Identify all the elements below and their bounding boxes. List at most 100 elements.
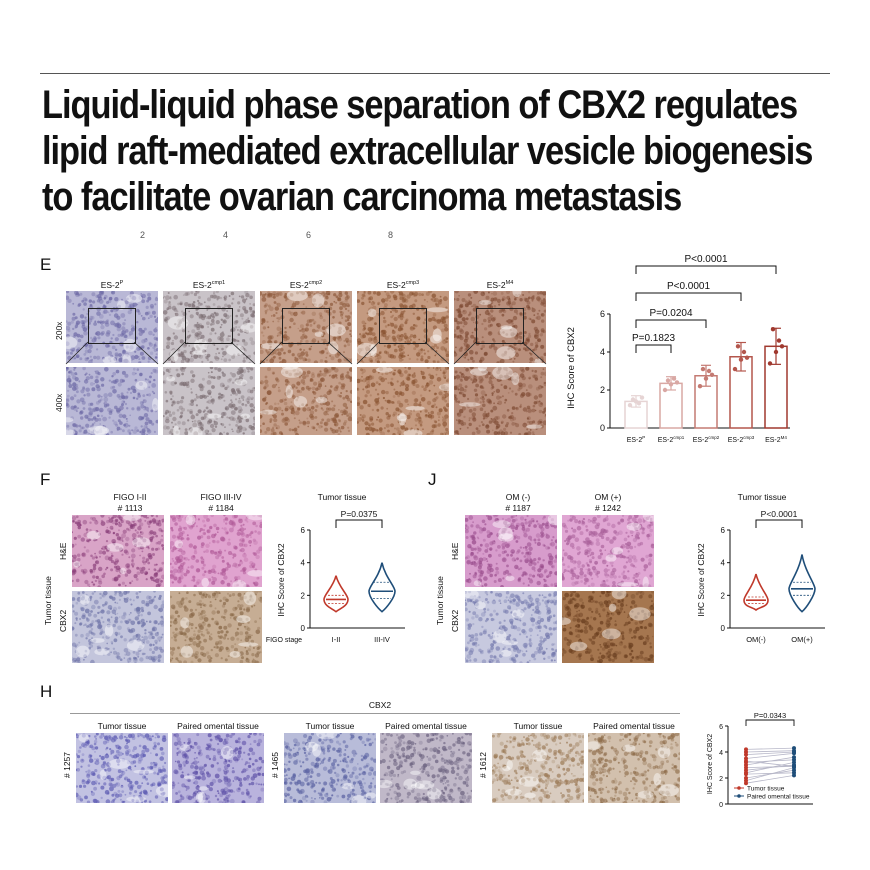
zoom-box — [88, 308, 136, 344]
x-tick-label-sup: cmp2 — [708, 435, 720, 440]
zoom-box — [476, 308, 524, 344]
h-col-title-6: Paired omental tissue — [593, 721, 675, 731]
e-image-200x-5 — [454, 291, 546, 363]
pair-line — [745, 767, 795, 781]
e-image-200x-2 — [163, 291, 255, 363]
x-tick-label: OM(-) — [746, 635, 766, 644]
x-tick-label-sup: cmp1 — [673, 435, 685, 440]
column-label-base: ES-2 — [289, 280, 309, 290]
e-col-label-2: ES-2cmp1 — [163, 280, 255, 290]
violin-shape — [323, 575, 349, 613]
column-label-sup: cmp2 — [308, 280, 323, 287]
x-tick-label-base: ES-2 — [765, 437, 781, 444]
data-point — [773, 349, 779, 355]
f-col-id-2: # 1184 — [208, 503, 234, 513]
comparison-pvalue: P<0.0001 — [684, 254, 728, 265]
zoom-box — [185, 308, 233, 344]
y-tick-label: 0 — [301, 624, 306, 633]
j-image-cbx2-1 — [465, 591, 557, 663]
y-tick-label: 6 — [721, 526, 726, 535]
x-tick-label-base: ES-2 — [627, 437, 643, 444]
x-axis-label: FIGO stage — [266, 637, 302, 644]
column-label-base: ES-2 — [100, 280, 120, 290]
title-line-2: lipid raft-mediated extracellular vesicl… — [42, 129, 813, 173]
e-col-label-4: ES-2cmp3 — [357, 280, 449, 290]
legend-label: Tumor tissue — [747, 786, 785, 793]
zoom-lines — [162, 341, 256, 365]
j-row-label-he: H&E — [450, 542, 460, 560]
data-point — [703, 376, 709, 381]
paper-title: Liquid-liquid phase separation of CBX2 r… — [42, 82, 813, 220]
h-row-id-3: # 1612 — [478, 752, 488, 778]
violin-shape — [368, 562, 396, 613]
f-image-cbx2-2 — [170, 591, 262, 663]
row-label-200x: 200x — [54, 321, 64, 340]
x-tick-label-sup: P — [642, 435, 645, 440]
cut-tick-label: 6 — [306, 230, 312, 240]
pair-line — [745, 772, 795, 775]
x-tick-label: III-IV — [374, 635, 390, 644]
f-side-label: Tumor tissue — [43, 576, 53, 625]
column-label-base: ES-2 — [486, 280, 506, 290]
data-point — [741, 349, 747, 355]
row-label-400x: 400x — [54, 393, 64, 412]
comparison-bracket — [635, 319, 707, 328]
pair-line — [745, 747, 795, 750]
y-tick-label: 4 — [301, 559, 306, 568]
comparison-pvalue: P=0.0204 — [649, 308, 693, 319]
f-col-title-2: FIGO III-IV — [200, 492, 242, 502]
j-image-he-1 — [465, 515, 557, 587]
x-tick-label: ES-2cmp1 — [658, 435, 685, 444]
y-tick-label: 6 — [719, 724, 723, 731]
data-point — [776, 338, 782, 343]
e-col-label-5: ES-2M4 — [454, 280, 546, 290]
j-col-title-2: OM (+) — [594, 492, 622, 502]
f-image-he-2 — [170, 515, 262, 587]
zoom-box — [379, 308, 427, 344]
panel-label-f: F — [40, 470, 51, 489]
data-point — [671, 376, 677, 381]
chart-title: Tumor tissue — [738, 492, 787, 502]
comparison-bracket — [755, 519, 803, 528]
omental-point — [792, 764, 796, 769]
f-image-he-1 — [72, 515, 164, 587]
x-tick-label: I-II — [332, 635, 341, 644]
column-label-sup: cmp1 — [211, 280, 226, 287]
pair-line — [745, 750, 795, 753]
comparison-pvalue: P<0.0001 — [761, 509, 798, 519]
f-row-label-he: H&E — [58, 542, 68, 560]
y-tick-label: 0 — [600, 423, 605, 433]
f-col-id-1: # 1113 — [117, 503, 143, 513]
y-tick-label: 0 — [721, 624, 726, 633]
data-point — [738, 357, 744, 362]
violin-shape — [743, 573, 769, 612]
j-col-id-2: # 1242 — [595, 503, 621, 513]
data-point — [732, 366, 738, 372]
h-col-title-4: Paired omental tissue — [385, 721, 467, 731]
f-row-label-cbx2: CBX2 — [58, 609, 68, 632]
y-tick-label: 4 — [600, 347, 605, 357]
x-tick-label: ES-2P — [627, 435, 646, 444]
comparison-pvalue: P=0.1823 — [632, 333, 676, 344]
y-tick-label: 4 — [721, 559, 726, 568]
zoom-lines — [259, 341, 353, 365]
f-image-cbx2-1 — [72, 591, 164, 663]
y-tick-label: 4 — [719, 750, 723, 757]
j-row-label-cbx2: CBX2 — [450, 609, 460, 632]
zoom-lines — [356, 341, 450, 365]
pair-line — [745, 775, 795, 784]
x-tick-label: ES-2cmp3 — [728, 435, 755, 444]
violin-shape — [788, 554, 816, 613]
pair-line — [745, 752, 795, 759]
zoom-lines — [65, 341, 159, 365]
comparison-bracket — [635, 292, 742, 301]
comparison-bracket — [745, 719, 795, 726]
comparison-bracket — [635, 265, 777, 274]
e-image-200x-4 — [357, 291, 449, 363]
e-col-label-3: ES-2cmp2 — [260, 280, 352, 290]
x-tick-label-base: ES-2 — [658, 437, 674, 444]
title-line-1: Liquid-liquid phase separation of CBX2 r… — [42, 83, 798, 127]
